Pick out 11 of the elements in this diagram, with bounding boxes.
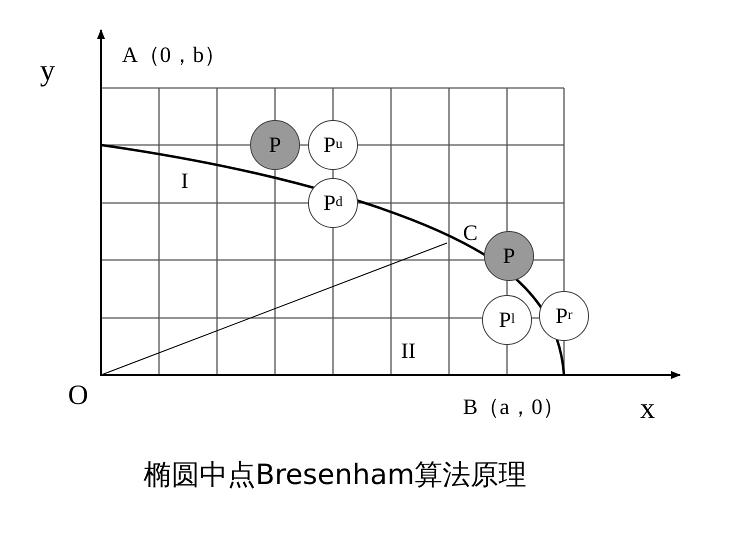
region-label: I (181, 170, 188, 192)
point-circle: P (484, 231, 534, 281)
region-label: II (401, 340, 416, 362)
point-label: C (463, 222, 478, 244)
point-label: B（a，0） (463, 396, 564, 418)
point-label: A（0，b） (122, 44, 226, 66)
axis-label: y (40, 56, 55, 86)
axis-label: x (640, 394, 655, 424)
origin-label: O (68, 382, 88, 410)
caption: 椭圆中点Bresenham算法原理 (142, 457, 528, 493)
point-circle: P (250, 120, 300, 170)
